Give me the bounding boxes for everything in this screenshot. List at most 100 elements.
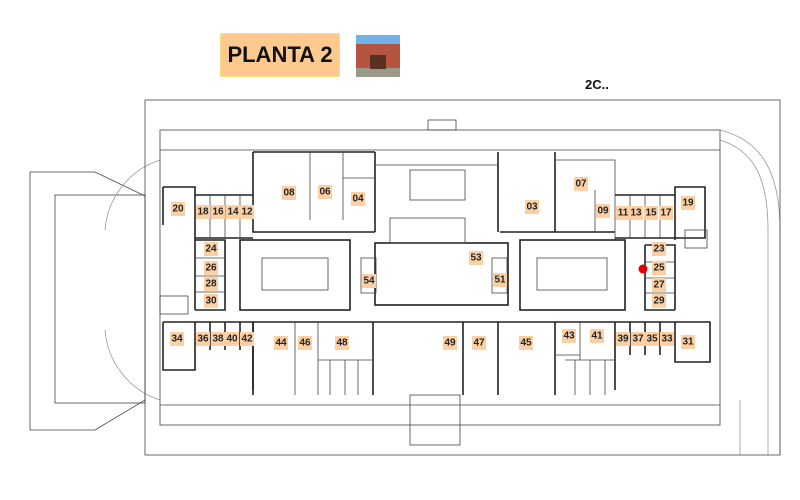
room-29[interactable]: 29 (652, 294, 666, 308)
room-03[interactable]: 03 (525, 200, 539, 214)
floor-title: PLANTA 2 (220, 33, 340, 77)
room-04[interactable]: 04 (351, 192, 365, 206)
room-label-bg (240, 332, 254, 346)
room-number: 20 (172, 204, 184, 215)
room-label-bg (596, 204, 610, 218)
room-35[interactable]: 35 (645, 332, 659, 346)
room-07[interactable]: 07 (574, 177, 588, 191)
room-label-bg (616, 332, 630, 346)
room-39[interactable]: 39 (616, 332, 630, 346)
room-27[interactable]: 27 (652, 278, 666, 292)
room-46[interactable]: 46 (298, 336, 312, 350)
stairs-left (159, 295, 189, 315)
room-15[interactable]: 15 (644, 206, 658, 220)
room-number: 26 (205, 263, 217, 274)
room-number: 16 (212, 207, 224, 218)
room-34[interactable]: 34 (170, 332, 184, 346)
room-37[interactable]: 37 (631, 332, 645, 346)
room-08[interactable]: 08 (282, 186, 296, 200)
room-number: 23 (653, 244, 665, 255)
room-49[interactable]: 49 (443, 336, 457, 350)
room-43[interactable]: 43 (562, 329, 576, 343)
building-photo (356, 35, 400, 77)
room-label-bg (681, 335, 695, 349)
room-number: 24 (205, 244, 217, 255)
room-54[interactable]: 54 (362, 274, 376, 288)
room-number: 45 (520, 338, 532, 349)
room-30[interactable]: 30 (204, 294, 218, 308)
room-14[interactable]: 14 (226, 205, 240, 219)
room-label-bg (660, 332, 674, 346)
room-06[interactable]: 06 (318, 185, 332, 199)
room-23[interactable]: 23 (652, 242, 666, 256)
central-hall (374, 242, 509, 306)
room-label-bg (211, 205, 225, 219)
room-number: 28 (205, 279, 217, 290)
room-28[interactable]: 28 (204, 277, 218, 291)
room-38[interactable]: 38 (211, 332, 225, 346)
room-number: 07 (575, 179, 587, 190)
room-label-bg (171, 202, 185, 216)
stairs (409, 169, 466, 201)
room-number: 35 (646, 334, 658, 345)
room-number: 08 (283, 188, 295, 199)
room-number: 42 (241, 334, 253, 345)
room-18[interactable]: 18 (196, 205, 210, 219)
room-47[interactable]: 47 (472, 336, 486, 350)
room-24[interactable]: 24 (204, 242, 218, 256)
room-label-bg (493, 273, 507, 287)
room-36[interactable]: 36 (196, 332, 210, 346)
room-number: 39 (617, 334, 629, 345)
room-label-bg (274, 336, 288, 350)
room-label-bg (574, 177, 588, 191)
left-wing-inner (54, 194, 146, 404)
room-number: 34 (171, 334, 183, 345)
room-label-bg (469, 251, 483, 265)
room-label-bg (240, 205, 254, 219)
room-33[interactable]: 33 (660, 332, 674, 346)
room-number: 17 (660, 208, 672, 219)
room-26[interactable]: 26 (204, 261, 218, 275)
room-number: 37 (632, 334, 644, 345)
room-16[interactable]: 16 (211, 205, 225, 219)
room-label-bg (226, 205, 240, 219)
left-wing (29, 171, 146, 431)
room-41[interactable]: 41 (590, 329, 604, 343)
room-number: 29 (653, 296, 665, 307)
room-label-bg (645, 332, 659, 346)
room-13[interactable]: 13 (629, 206, 643, 220)
room-number: 43 (563, 331, 575, 342)
room-12[interactable]: 12 (240, 205, 254, 219)
room-number: 11 (618, 208, 629, 219)
room-40[interactable]: 40 (225, 332, 239, 346)
room-45[interactable]: 45 (519, 336, 533, 350)
room-48[interactable]: 48 (335, 336, 349, 350)
location-dot-icon[interactable] (638, 264, 648, 274)
room-label-bg (644, 206, 658, 220)
room-51[interactable]: 51 (493, 273, 507, 287)
room-31[interactable]: 31 (681, 335, 695, 349)
room-44[interactable]: 44 (274, 336, 288, 350)
room-17[interactable]: 17 (659, 206, 673, 220)
room-label-bg (204, 277, 218, 291)
room-label-bg (472, 336, 486, 350)
room-label-bg (196, 205, 210, 219)
room-number: 49 (444, 338, 456, 349)
room-number: 33 (661, 334, 673, 345)
room-label-bg (652, 294, 666, 308)
room-11[interactable]: 11 (616, 206, 630, 220)
room-20[interactable]: 20 (171, 202, 185, 216)
room-label-bg (652, 278, 666, 292)
room-25[interactable]: 25 (652, 261, 666, 275)
room-09[interactable]: 09 (596, 204, 610, 218)
room-label-bg (525, 200, 539, 214)
room-42[interactable]: 42 (240, 332, 254, 346)
room-label-bg (659, 206, 673, 220)
room-19[interactable]: 19 (681, 196, 695, 210)
room-label-bg (362, 274, 376, 288)
room-label-bg (616, 206, 630, 220)
room-53[interactable]: 53 (469, 251, 483, 265)
room-number: 13 (630, 208, 642, 219)
room-number: 09 (597, 206, 609, 217)
